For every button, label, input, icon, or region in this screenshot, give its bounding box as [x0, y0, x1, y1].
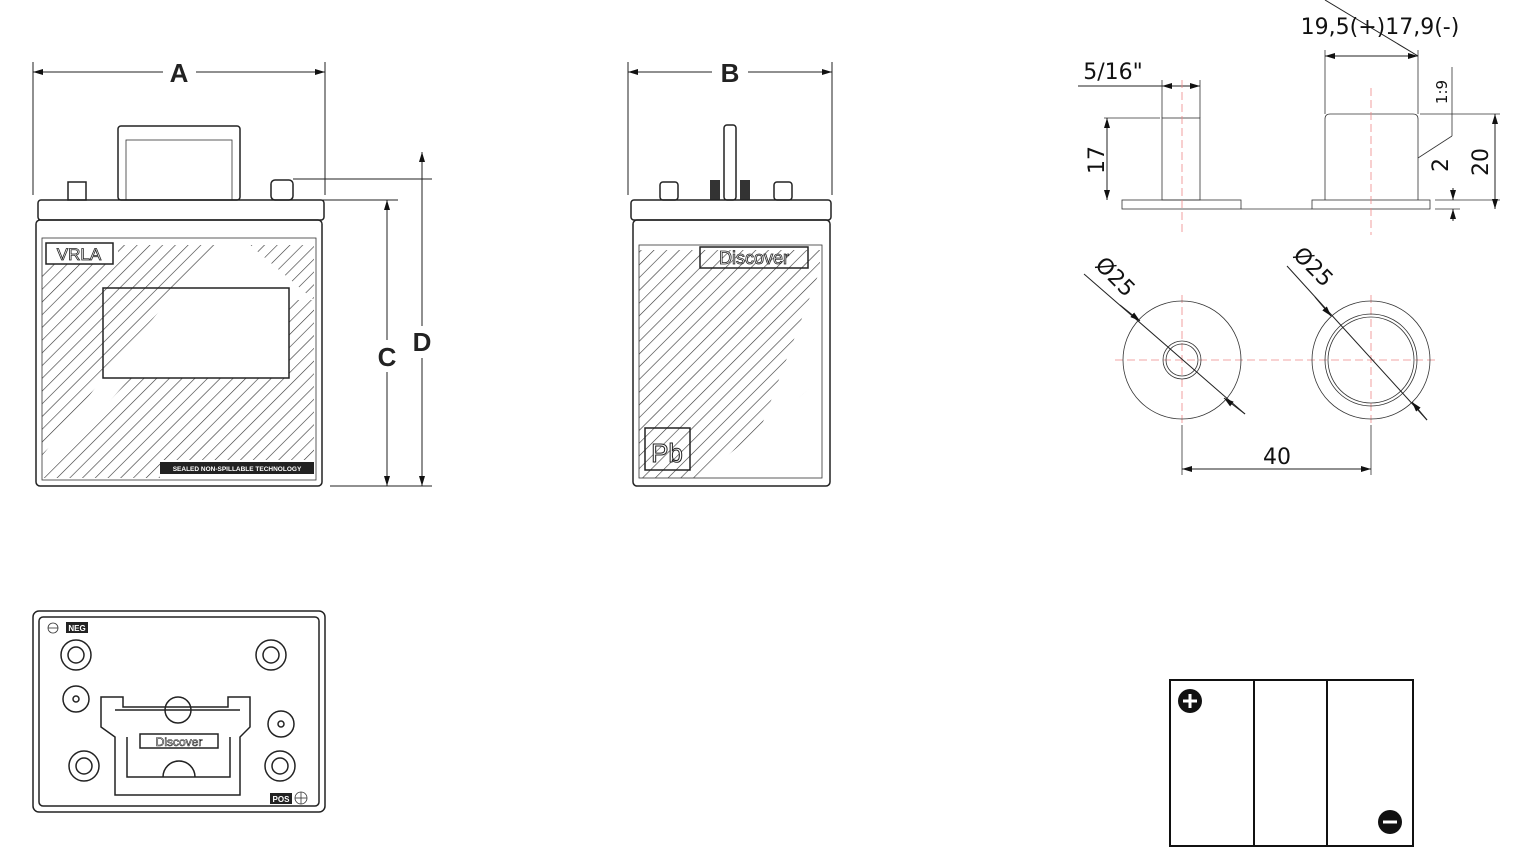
neg-label: NEG [68, 624, 85, 633]
pb-badge [644, 427, 691, 471]
handle [117, 125, 241, 201]
total-height-label: 20 [1469, 148, 1494, 176]
terminal-layout-diagram [1169, 679, 1414, 847]
diameter-right-label: Ø25 [1288, 243, 1338, 293]
handle-edge [723, 124, 737, 201]
discover-text-top: Discover [156, 735, 203, 749]
minus-circle-icon [1378, 810, 1402, 834]
diameter-left-label: Ø25 [1090, 253, 1140, 303]
taper-label: 1:9 [1433, 80, 1451, 104]
discover-logo [699, 246, 809, 269]
top-width-label: 19,5(+)17,9(-) [1301, 15, 1460, 40]
dim-a-label: A [170, 58, 189, 88]
terminal-detail: 19,5(+)17,9(-) 5/16" 17 1:9 2 20 [1078, 0, 1500, 475]
plus-circle-icon [1178, 689, 1202, 713]
post-height-label: 17 [1085, 146, 1110, 174]
spacing-label: 40 [1263, 445, 1291, 470]
case-side [632, 219, 831, 487]
top-view: NEG POS Discover [32, 610, 326, 813]
bolt-size-label: 5/16" [1083, 60, 1143, 85]
pb-text: Pb [651, 438, 683, 468]
dim-c-label: C [378, 342, 397, 372]
base-thickness-label: 2 [1429, 158, 1454, 172]
terminal-neg [67, 181, 87, 201]
pos-label: POS [273, 795, 291, 804]
terminal-pos [270, 179, 294, 201]
vrla-badge [45, 242, 114, 265]
dim-b-label: B [721, 58, 740, 88]
side-view: B Discover Pb [627, 58, 833, 487]
lid [37, 199, 325, 221]
discover-text: Discover [719, 248, 789, 268]
front-view: A VRLA SEALED NON-SPILLABLE TECHNOLOGY C… [32, 58, 432, 487]
sealed-label: SEALED NON-SPILLABLE TECHNOLOGY [173, 466, 302, 473]
vrla-text: VRLA [57, 245, 102, 264]
label-window [102, 287, 290, 379]
dim-d-label: D [413, 327, 432, 357]
case [35, 219, 323, 487]
